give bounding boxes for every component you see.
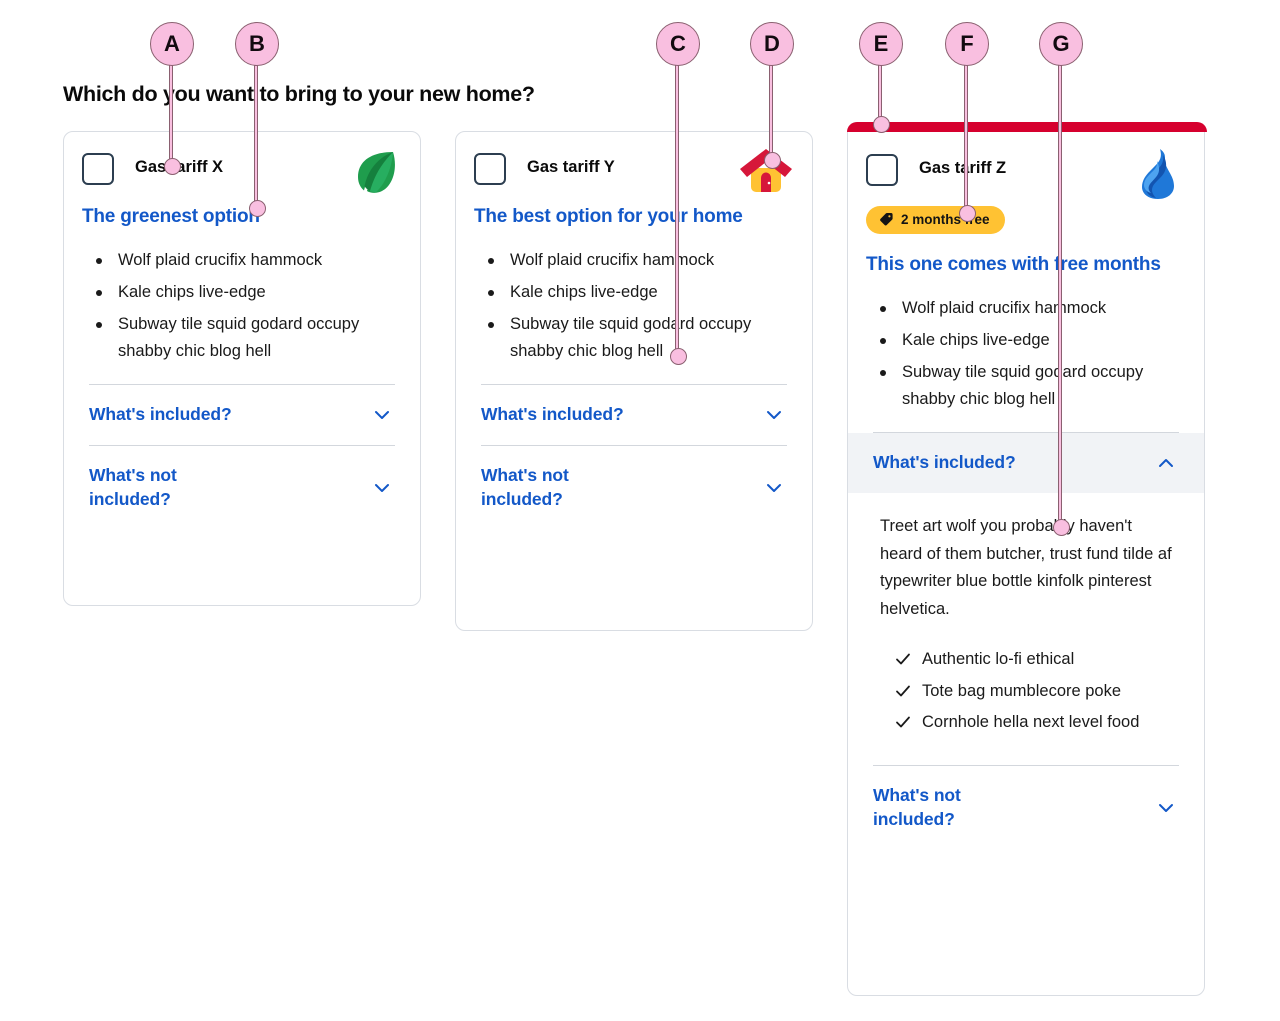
accordion-whats-included[interactable]: What's included? <box>82 385 402 445</box>
chevron-down-icon[interactable] <box>764 405 784 425</box>
page-title: Which do you want to bring to your new h… <box>63 82 535 106</box>
divider <box>481 384 787 386</box>
annotation-endpoint-d <box>763 151 781 169</box>
feature-list: Wolf plaid crucifix hammock Kale chips l… <box>82 247 402 366</box>
accordion-label: What's not included? <box>873 784 961 829</box>
annotation-endpoint-c <box>669 347 687 365</box>
annotation-marker-b: B <box>235 22 279 66</box>
list-item-label: Cornhole hella next level food <box>922 713 1140 732</box>
annotation-leader-line-e <box>878 64 882 124</box>
divider <box>89 384 395 386</box>
list-item: Kale chips live-edge <box>488 279 794 307</box>
annotation-leader-line-d <box>769 64 773 160</box>
flame-icon <box>1130 145 1186 201</box>
card-header: Gas tariff Z <box>866 133 1186 199</box>
tariff-checkbox[interactable] <box>474 153 506 185</box>
list-item: Cornhole hella next level food <box>894 709 1172 737</box>
tariff-card-x[interactable]: Gas tariff X The greenest option Wolf pl… <box>63 131 421 606</box>
list-item-label: Tote bag mumblecore poke <box>922 681 1122 700</box>
tariff-label: Gas tariff Y <box>527 158 615 176</box>
accordion-whats-included[interactable]: What's included? <box>848 433 1204 493</box>
accordion-paragraph: Treet art wolf you probably haven't hear… <box>880 516 1172 619</box>
chevron-up-icon[interactable] <box>1156 453 1176 473</box>
card-headline: The best option for your home <box>474 206 743 227</box>
check-icon <box>894 682 912 700</box>
list-item: Kale chips live-edge <box>96 279 402 307</box>
annotation-marker-e: E <box>859 22 903 66</box>
accordion-label: What's included? <box>89 404 232 425</box>
tag-icon <box>879 212 894 227</box>
list-item: Tote bag mumblecore poke <box>894 678 1172 706</box>
list-item: Kale chips live-edge <box>880 327 1186 355</box>
divider <box>873 764 1179 766</box>
badge-label: 2 months free <box>901 212 990 227</box>
annotation-marker-a: A <box>150 22 194 66</box>
feature-list: Wolf plaid crucifix hammock Kale chips l… <box>474 247 794 366</box>
check-icon <box>894 650 912 668</box>
annotation-endpoint-f <box>958 204 976 222</box>
card-header: Gas tariff X <box>82 132 402 193</box>
list-item: Subway tile squid godard occupy shabby c… <box>880 359 1186 414</box>
status-badge: 2 months free <box>866 206 1005 234</box>
annotation-marker-g: G <box>1039 22 1083 66</box>
check-icon <box>894 713 912 731</box>
accordion-label: What's not included? <box>89 464 177 509</box>
divider <box>873 432 1179 434</box>
annotation-leader-line-g <box>1058 64 1062 527</box>
tariff-card-y[interactable]: Gas tariff Y The best option for your ho… <box>455 131 813 631</box>
list-item: Subway tile squid godard occupy shabby c… <box>488 311 794 366</box>
accordion-whats-included[interactable]: What's included? <box>474 385 794 445</box>
list-item: Subway tile squid godard occupy shabby c… <box>96 311 402 366</box>
annotation-leader-line-b <box>254 64 258 208</box>
house-icon <box>738 144 794 200</box>
highlight-bar <box>847 122 1207 132</box>
tariff-label: Gas tariff Z <box>919 159 1007 177</box>
tariff-card-z[interactable]: Gas tariff Z 2 months free <box>847 122 1207 996</box>
accordion-whats-not-included[interactable]: What's not included? <box>82 446 402 530</box>
leaf-icon <box>346 144 402 200</box>
annotation-leader-line-f <box>964 64 968 213</box>
chevron-down-icon[interactable] <box>372 405 392 425</box>
feature-list: Wolf plaid crucifix hammock Kale chips l… <box>866 295 1186 414</box>
accordion-whats-not-included[interactable]: What's not included? <box>474 446 794 530</box>
accordion-label: What's included? <box>481 404 624 425</box>
accordion-label: What's not included? <box>481 464 569 509</box>
tariff-checkbox[interactable] <box>866 154 898 186</box>
list-item: Wolf plaid crucifix hammock <box>488 247 794 275</box>
included-list: Authentic lo-fi ethical Tote bag mumblec… <box>880 646 1172 737</box>
tariff-checkbox[interactable] <box>82 153 114 185</box>
annotation-endpoint-e <box>872 115 890 133</box>
annotation-endpoint-g <box>1052 518 1070 536</box>
annotation-marker-d: D <box>750 22 794 66</box>
card-header: Gas tariff Y <box>474 132 794 192</box>
list-item: Authentic lo-fi ethical <box>894 646 1172 674</box>
chevron-down-icon[interactable] <box>1156 798 1176 818</box>
annotation-endpoint-b <box>248 199 266 217</box>
chevron-down-icon[interactable] <box>764 478 784 498</box>
divider <box>481 444 787 446</box>
card-headline: This one comes with free months <box>866 254 1161 275</box>
accordion-whats-not-included[interactable]: What's not included? <box>866 766 1186 850</box>
accordion-body: Treet art wolf you probably haven't hear… <box>866 493 1186 737</box>
list-item-label: Authentic lo-fi ethical <box>922 649 1075 668</box>
chevron-down-icon[interactable] <box>372 478 392 498</box>
annotation-leader-line-c <box>675 64 679 356</box>
annotation-marker-f: F <box>945 22 989 66</box>
annotation-leader-line-a <box>169 64 173 166</box>
list-item: Wolf plaid crucifix hammock <box>880 295 1186 323</box>
list-item: Wolf plaid crucifix hammock <box>96 247 402 275</box>
divider <box>89 444 395 446</box>
accordion-label: What's included? <box>873 452 1016 473</box>
card-headline: The greenest option <box>82 206 260 227</box>
annotation-marker-c: C <box>656 22 700 66</box>
annotation-endpoint-a <box>163 157 181 175</box>
